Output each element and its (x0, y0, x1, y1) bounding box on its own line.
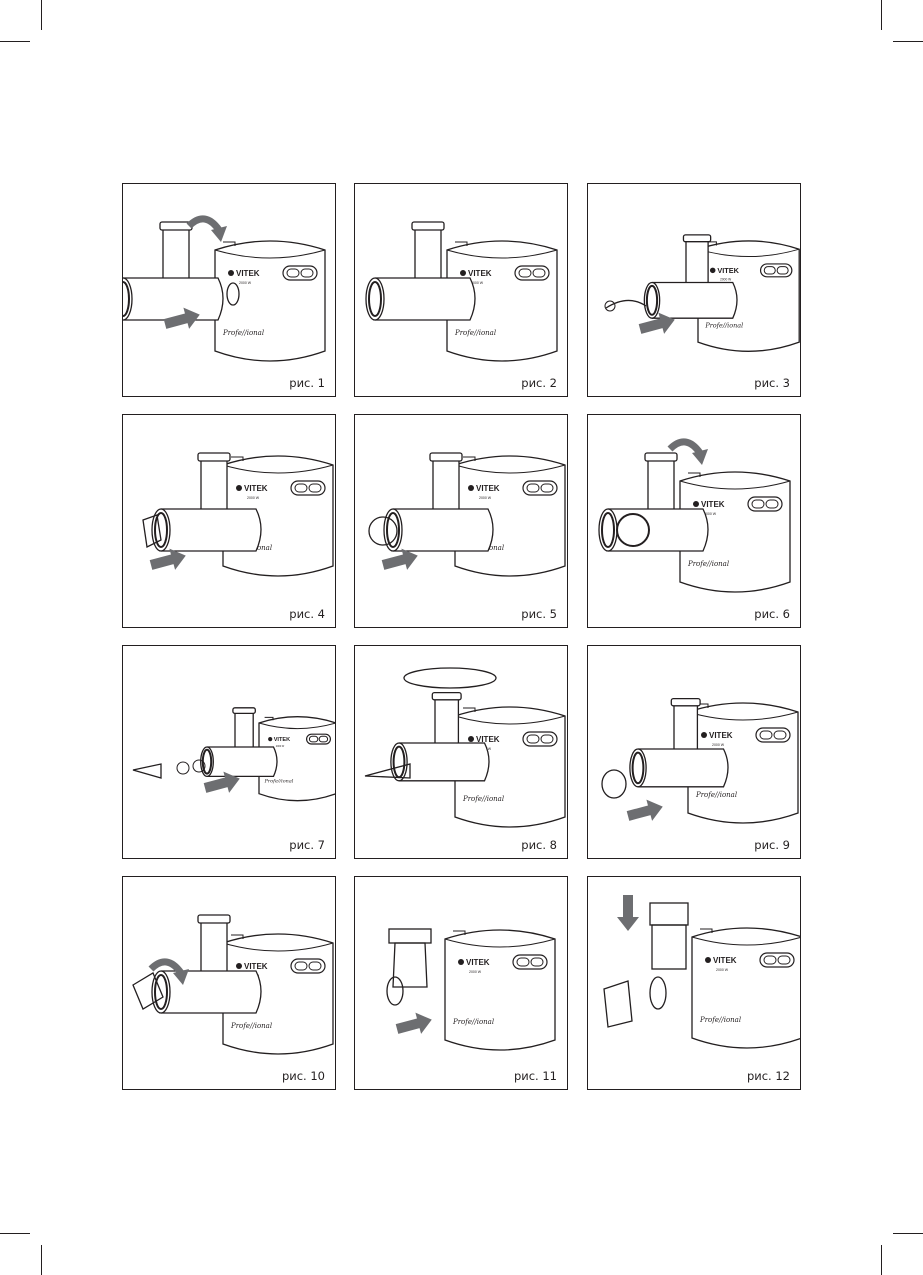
direction-arrow (395, 1012, 432, 1034)
brand-logo: VITEK (709, 731, 733, 740)
direction-arrow (638, 312, 675, 334)
figure-1: VITEK 2000 W Profe//ional рис. 1 (122, 183, 336, 397)
brand-logo: VITEK (466, 958, 490, 967)
figure-9: VITEK 2000 W Profe//ional рис. 9 (587, 645, 801, 859)
motor-housing: VITEK 2000 W Profe//ional (679, 471, 791, 593)
model-script: Profe//ional (454, 329, 496, 337)
direction-arrow (381, 548, 418, 570)
brand-logo: VITEK (701, 500, 725, 509)
model-script: Profe//ional (699, 1016, 741, 1024)
crop-mark (893, 1233, 923, 1234)
model-script: Profe//ional (687, 560, 729, 568)
model-script: Profe//ional (264, 779, 294, 785)
figure-10: VITEK 2000 W Profe//ional рис. 10 (122, 876, 336, 1090)
crop-mark (0, 41, 30, 42)
model-script: Profe//ional (704, 321, 743, 329)
brand-logo: VITEK (244, 484, 268, 493)
brand-logo: VITEK (274, 737, 290, 743)
model-script: Profe//ional (222, 329, 264, 337)
model-script: Profe//ional (230, 1022, 272, 1030)
rotate-arrow (148, 958, 189, 985)
direction-arrow (203, 771, 240, 793)
figure-5: VITEK 2000 W Profe//ional рис. 5 (354, 414, 568, 628)
direction-arrow (163, 307, 200, 329)
motor-housing: VITEK 2000 W Profe//ional (258, 716, 335, 802)
motor-housing: VITEK 2000 W Profe//ional (214, 240, 326, 362)
rotate-arrow (667, 438, 708, 465)
svg-text:2000 W: 2000 W (720, 277, 732, 281)
crop-mark (893, 41, 923, 42)
brand-logo: VITEK (476, 735, 500, 744)
figure-7: VITEK 2000 W Profe//ional рис. 7 (122, 645, 336, 859)
figure-6: VITEK 2000 W Profe//ional рис. 6 (587, 414, 801, 628)
svg-text:2000 W: 2000 W (712, 743, 725, 747)
motor-housing: VITEK 2000 W Profe//ional (444, 929, 556, 1051)
direction-arrow (149, 548, 186, 570)
crop-mark (41, 1245, 42, 1275)
direction-arrow (626, 799, 663, 821)
crop-mark (0, 1233, 30, 1234)
figure-3: VITEK 2000 W Profe//ional рис. 3 (587, 183, 801, 397)
figure-caption: рис. 1 (289, 376, 325, 390)
figure-caption: рис. 11 (513, 1069, 557, 1083)
motor-housing: VITEK 2000 W Profe//ional (222, 933, 334, 1055)
brand-logo: VITEK (717, 266, 739, 275)
brand-logo: VITEK (468, 269, 492, 278)
figure-caption: рис. 10 (281, 1069, 325, 1083)
svg-text:2000 W: 2000 W (716, 968, 729, 972)
svg-text:2000 W: 2000 W (469, 970, 482, 974)
svg-text:2000 W: 2000 W (471, 281, 484, 285)
grinder-tube (365, 221, 476, 321)
figure-caption: рис. 4 (289, 607, 325, 621)
motor-housing: VITEK 2000 W Profe//ional (687, 702, 799, 824)
model-script: Profe//ional (452, 1018, 494, 1026)
crop-mark (41, 0, 42, 30)
svg-text:2000 W: 2000 W (276, 745, 285, 748)
svg-text:2000 W: 2000 W (247, 496, 260, 500)
brand-logo: VITEK (236, 269, 260, 278)
svg-text:2000 W: 2000 W (479, 496, 492, 500)
motor-housing: VITEK 2000 W Profe//ional (446, 240, 558, 362)
grinder-tube (629, 697, 729, 788)
grinder-tube (598, 452, 709, 552)
grinder-tube (151, 452, 262, 552)
grinder-tube (390, 691, 490, 782)
figure-caption: рис. 12 (746, 1069, 790, 1083)
grinder-tube (643, 234, 738, 319)
figure-4: VITEK 2000 W Profe//ional рис. 4 (122, 414, 336, 628)
model-script: Profe//ional (462, 795, 504, 803)
figure-caption: рис. 9 (754, 838, 790, 852)
figure-8: VITEK 2000 W Profe//ional рис. 8 (354, 645, 568, 859)
crop-mark (881, 1245, 882, 1275)
svg-text:2000 W: 2000 W (704, 512, 717, 516)
figure-caption: рис. 8 (521, 838, 557, 852)
figure-11: VITEK 2000 W Profe//ional рис. 11 (354, 876, 568, 1090)
svg-text:2000 W: 2000 W (239, 281, 252, 285)
figure-caption: рис. 3 (754, 376, 790, 390)
model-script: Profe//ional (695, 791, 737, 799)
rotate-arrow (186, 215, 227, 242)
brand-logo: VITEK (476, 484, 500, 493)
grinder-tube (123, 221, 224, 321)
figure-caption: рис. 6 (754, 607, 790, 621)
motor-housing: VITEK 2000 W Profe//ional (691, 927, 800, 1049)
brand-logo: VITEK (713, 956, 737, 965)
figure-caption: рис. 7 (289, 838, 325, 852)
figure-caption: рис. 2 (521, 376, 557, 390)
grinder-tube (383, 452, 494, 552)
brand-logo: VITEK (244, 962, 268, 971)
figure-caption: рис. 5 (521, 607, 557, 621)
crop-mark (881, 0, 882, 30)
direction-arrow (617, 895, 639, 931)
figure-12: VITEK 2000 W Profe//ional рис. 12 (587, 876, 801, 1090)
figure-2: VITEK 2000 W Profe//ional рис. 2 (354, 183, 568, 397)
